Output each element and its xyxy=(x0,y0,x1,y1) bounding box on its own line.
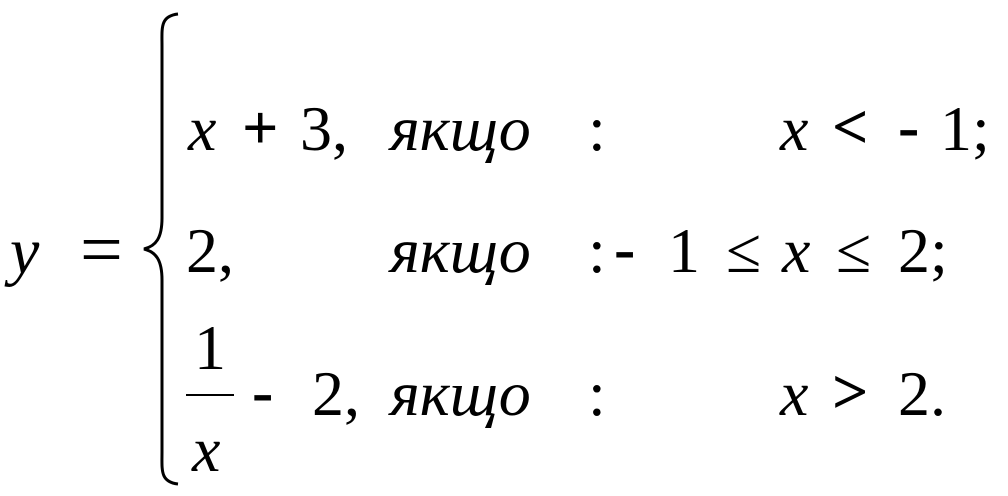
row2-colon: : xyxy=(588,215,606,286)
row1-colon: : xyxy=(588,93,606,164)
lhs-variable-y: y xyxy=(10,215,40,288)
row2-le-2: ≤ xyxy=(836,215,872,286)
row1-cond-x: x xyxy=(780,93,809,164)
row3-cond-num: 2. xyxy=(898,358,946,429)
row2-cond-num1: 1 xyxy=(668,215,700,286)
row2-cond-x: x xyxy=(782,215,811,286)
row1-less-than: < xyxy=(832,91,869,162)
row3-frac-denominator: x xyxy=(192,414,221,485)
row2-minus: - xyxy=(614,213,636,284)
row3-word: якщо xyxy=(390,358,531,429)
row3-greater-than: > xyxy=(832,356,869,427)
row1-expr-num: 3, xyxy=(300,93,348,164)
row3-frac-numerator: 1 xyxy=(194,312,226,383)
row1-expr-x: x xyxy=(188,93,217,164)
left-curly-brace xyxy=(143,12,179,486)
row1-cond-num: 1; xyxy=(940,93,990,164)
row3-minus: - xyxy=(252,356,274,427)
row3-colon: : xyxy=(588,358,606,429)
row2-expr-num: 2, xyxy=(186,215,234,286)
row1-plus: + xyxy=(242,92,279,163)
row2-le-1: ≤ xyxy=(726,215,762,286)
row2-word: якщо xyxy=(390,215,531,286)
row3-expr-num: 2, xyxy=(312,358,360,429)
row3-cond-x: x xyxy=(780,358,809,429)
row2-cond-num2: 2; xyxy=(898,215,948,286)
row1-word: якщо xyxy=(390,93,531,164)
row1-minus: - xyxy=(898,91,920,162)
equals-sign: = xyxy=(80,208,123,292)
row3-fraction-bar xyxy=(186,394,234,396)
